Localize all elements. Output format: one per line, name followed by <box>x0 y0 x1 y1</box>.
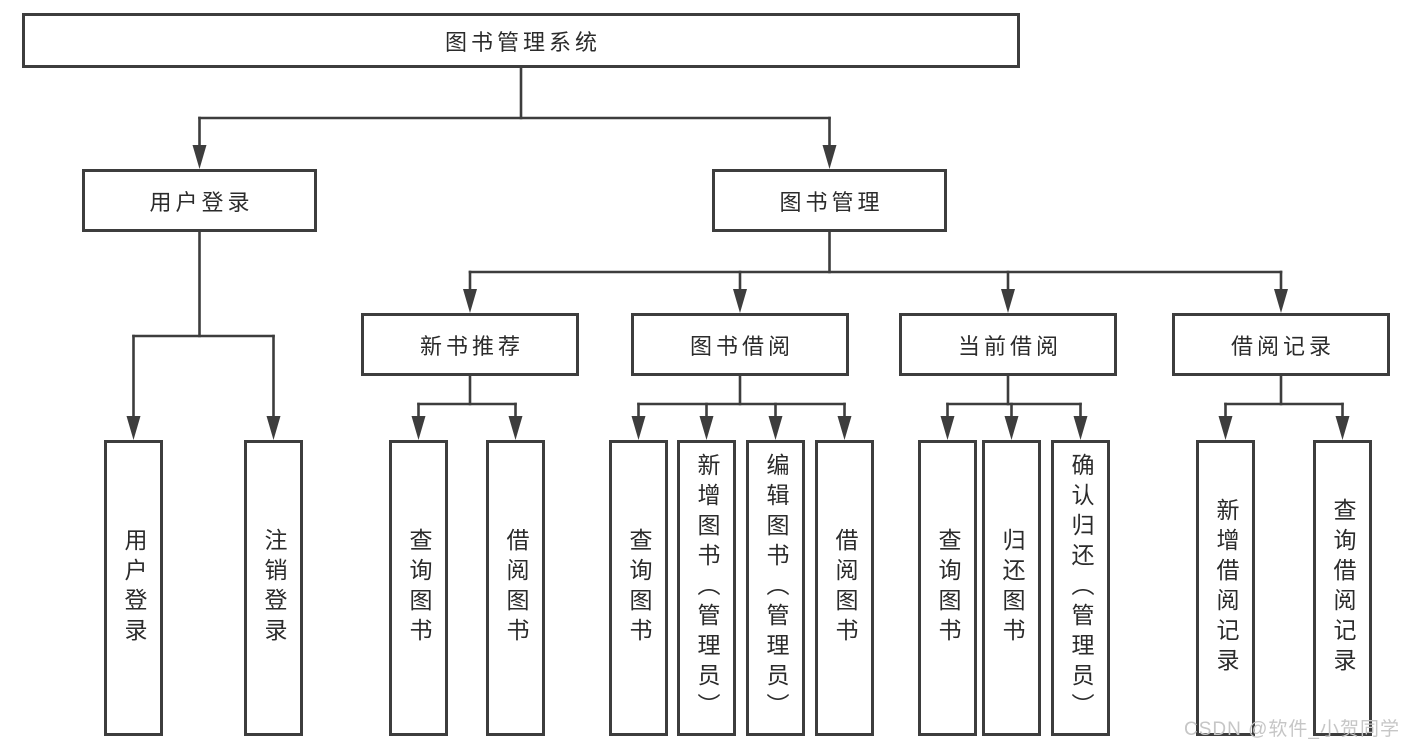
node-book-borrowing: 图书借阅 <box>631 313 849 376</box>
leaf-confirm-return-admin: 确认归还（管理员） <box>1051 440 1110 736</box>
leaf-user-login: 用户登录 <box>104 440 163 736</box>
node-new-book-recommend: 新书推荐 <box>361 313 579 376</box>
leaf-edit-book-admin: 编辑图书（管理员） <box>746 440 805 736</box>
leaf-query-books-2: 查询图书 <box>609 440 668 736</box>
leaf-borrow-book-2: 借阅图书 <box>815 440 874 736</box>
connector <box>192 66 837 169</box>
leaf-return-book: 归还图书 <box>982 440 1041 736</box>
connector <box>1218 374 1350 440</box>
connector <box>463 230 1288 313</box>
connector <box>631 374 852 440</box>
leaf-logout: 注销登录 <box>244 440 303 736</box>
node-current-borrowing: 当前借阅 <box>899 313 1117 376</box>
leaf-borrow-book-1: 借阅图书 <box>486 440 545 736</box>
connector <box>126 230 281 440</box>
leaf-query-borrow-record: 查询借阅记录 <box>1313 440 1372 736</box>
connector <box>411 374 523 440</box>
node-library-system: 图书管理系统 <box>22 13 1020 68</box>
node-borrowing-records: 借阅记录 <box>1172 313 1390 376</box>
connector <box>940 374 1088 440</box>
leaf-query-books-3: 查询图书 <box>918 440 977 736</box>
node-user-login: 用户登录 <box>82 169 317 232</box>
node-book-management: 图书管理 <box>712 169 947 232</box>
watermark-text: CSDN @软件_小贺同学 <box>1184 719 1400 740</box>
leaf-add-borrow-record: 新增借阅记录 <box>1196 440 1255 736</box>
leaf-add-book-admin: 新增图书（管理员） <box>677 440 736 736</box>
leaf-query-books-1: 查询图书 <box>389 440 448 736</box>
